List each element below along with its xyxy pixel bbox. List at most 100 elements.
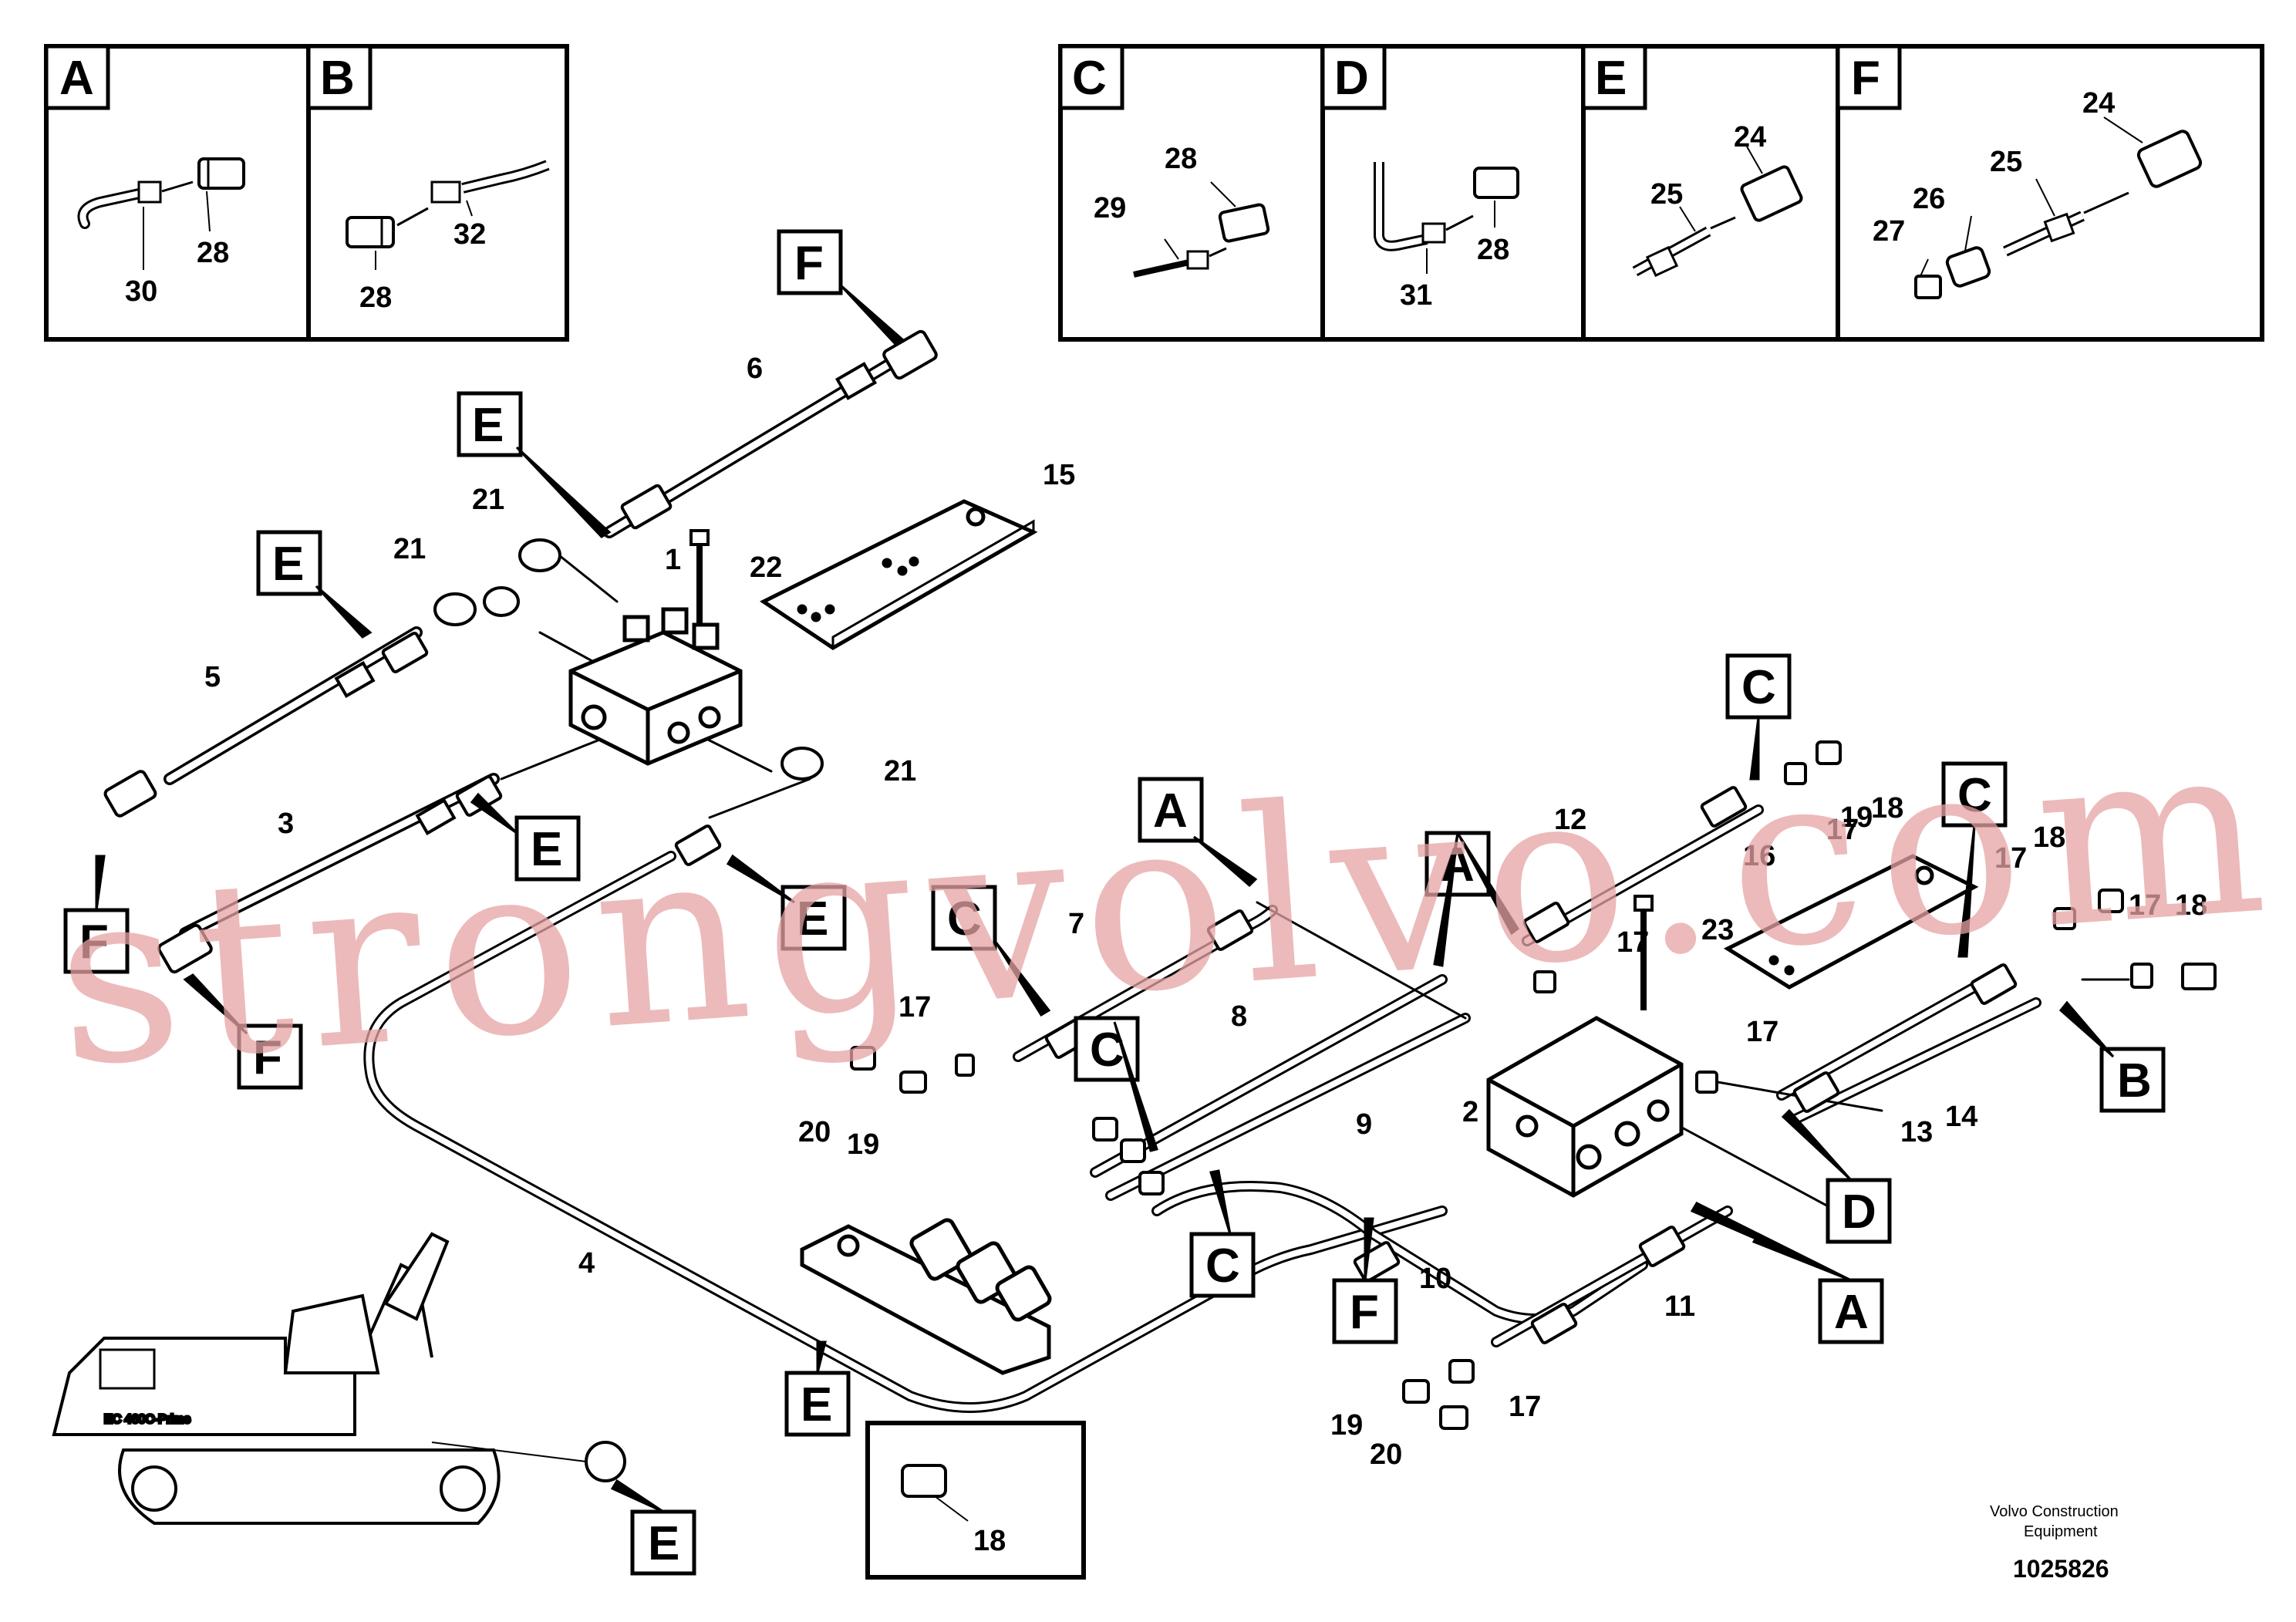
detail-f-part-label: 24 xyxy=(2082,87,2115,120)
part-label: 14 xyxy=(1945,1101,1977,1133)
part-label: 8 xyxy=(1231,1000,1247,1033)
part-label: 18 xyxy=(2033,821,2065,854)
callout-letter: A xyxy=(1834,1286,1869,1339)
part-label: 17 xyxy=(1746,1016,1778,1048)
callout-letter: C xyxy=(1957,769,1992,822)
detail-b-part-label: 32 xyxy=(453,218,486,251)
part-label: 1 xyxy=(665,544,681,576)
callout-letter: F xyxy=(1350,1286,1379,1339)
callout-letter: D xyxy=(1842,1185,1876,1239)
callout-letter: E xyxy=(797,892,828,946)
part-label: 17 xyxy=(1994,842,2027,875)
part-label: 3 xyxy=(278,808,294,840)
detail-c-part-label: 28 xyxy=(1165,143,1197,175)
part-label: 17 xyxy=(1826,814,1859,846)
detail-a-part-label: 28 xyxy=(197,237,229,269)
callout-boxes xyxy=(63,229,2166,1576)
detail-e-part-label: 24 xyxy=(1734,121,1766,153)
part-label: 9 xyxy=(1356,1108,1372,1141)
loose-fittings xyxy=(850,740,2217,1430)
maker-label-line1: Volvo Construction xyxy=(1990,1503,2119,1520)
part-label: 10 xyxy=(1419,1263,1451,1295)
part-label: 18 xyxy=(2175,889,2207,922)
detail-a-part-label: 30 xyxy=(125,275,157,308)
hose-fittings xyxy=(103,329,2018,1344)
box18-part-label: 18 xyxy=(973,1525,1006,1557)
part-label: 11 xyxy=(1664,1290,1695,1323)
part-label: 17 xyxy=(899,991,931,1023)
part-label: 19 xyxy=(1330,1409,1363,1442)
bolt-23 xyxy=(1633,895,1654,1010)
part-label: 17 xyxy=(1509,1391,1541,1423)
detail-box-c: C 28 29 xyxy=(1058,44,1325,342)
callout-letter: B xyxy=(2117,1054,2152,1108)
part-label: 12 xyxy=(1554,804,1586,836)
detail-letter-a: A xyxy=(59,52,94,105)
part-label: 20 xyxy=(1370,1438,1402,1471)
callout-letter: E xyxy=(272,538,304,591)
watermark-text: strongvolvo.com xyxy=(48,687,2288,1120)
excavator-icon: EC 460C-Prime xyxy=(52,1232,626,1525)
maker-label-line2: Equipment xyxy=(2024,1523,2098,1540)
detail-box-a: A 30 28 xyxy=(44,44,311,342)
part-label: 19 xyxy=(847,1128,879,1161)
callout-letter: C xyxy=(947,892,982,946)
callout-letter: C xyxy=(1205,1239,1240,1293)
detail-f-part-label: 25 xyxy=(1990,146,2022,178)
detail-b-part-label: 28 xyxy=(359,282,392,314)
part-label: 5 xyxy=(204,661,221,693)
detail-letter-f: F xyxy=(1851,52,1880,105)
detail-box-b: B 32 28 xyxy=(306,44,569,342)
part-label: 13 xyxy=(1900,1116,1933,1148)
detail-letter-e: E xyxy=(1595,52,1627,105)
detail-box-18: 18 xyxy=(865,1421,1086,1580)
part-label: 7 xyxy=(1068,908,1084,940)
detail-letter-c: C xyxy=(1072,52,1107,105)
detail-d-part-label: 28 xyxy=(1477,234,1509,266)
part-label: 21 xyxy=(393,533,426,565)
callout-letter: E xyxy=(472,399,504,452)
detail-c-part-label: 29 xyxy=(1094,192,1126,224)
callout-letter: F xyxy=(79,916,109,969)
detail-box-f: F 24 25 26 27 xyxy=(1836,44,2264,342)
plate-16 xyxy=(1723,854,1979,990)
part-label: 6 xyxy=(747,352,763,385)
detail-f-part-label: 26 xyxy=(1913,183,1945,215)
callout-letter: F xyxy=(794,237,824,290)
detail-e-part-label: 25 xyxy=(1650,178,1683,211)
valve-block-2 xyxy=(1486,1016,1684,1198)
bolt-22 xyxy=(689,529,710,625)
part-label: 21 xyxy=(884,755,916,787)
part-label: 2 xyxy=(1462,1096,1478,1128)
callout-letter: E xyxy=(531,823,562,876)
detail-box-e: E 24 25 xyxy=(1581,44,1840,342)
part-label: 17 xyxy=(1617,926,1649,959)
part-label: 20 xyxy=(798,1116,831,1148)
document-number: 1025826 xyxy=(2013,1555,2109,1583)
part-label: 4 xyxy=(578,1247,595,1280)
callout-leaders xyxy=(95,284,2115,1513)
part-label: 17 xyxy=(2129,889,2161,922)
elbow-fittings xyxy=(433,538,824,781)
detail-letter-d: D xyxy=(1334,52,1369,105)
detail-d-part-label: 31 xyxy=(1400,279,1432,312)
machine-model-label: EC 460C-Prime xyxy=(104,1413,190,1426)
plate-15 xyxy=(760,499,1038,650)
callout-letter: C xyxy=(1090,1023,1124,1077)
part-label: 16 xyxy=(1743,840,1775,872)
callout-letter: F xyxy=(253,1031,282,1084)
callout-letter: A xyxy=(1440,838,1475,892)
part-label: 21 xyxy=(472,484,504,516)
valve-block-1 xyxy=(568,607,743,766)
part-label: 23 xyxy=(1701,914,1734,946)
detail-box-d: D 31 28 xyxy=(1320,44,1586,342)
callout-letter: A xyxy=(1153,784,1188,838)
detail-f-part-label: 27 xyxy=(1873,215,1905,248)
part-label: 15 xyxy=(1043,459,1075,491)
callout-letter: E xyxy=(801,1378,832,1431)
part-label: 19 xyxy=(1840,801,1873,834)
part-label: 22 xyxy=(750,551,782,584)
callout-letter: C xyxy=(1741,661,1776,714)
bracket-plate xyxy=(800,1218,1052,1375)
